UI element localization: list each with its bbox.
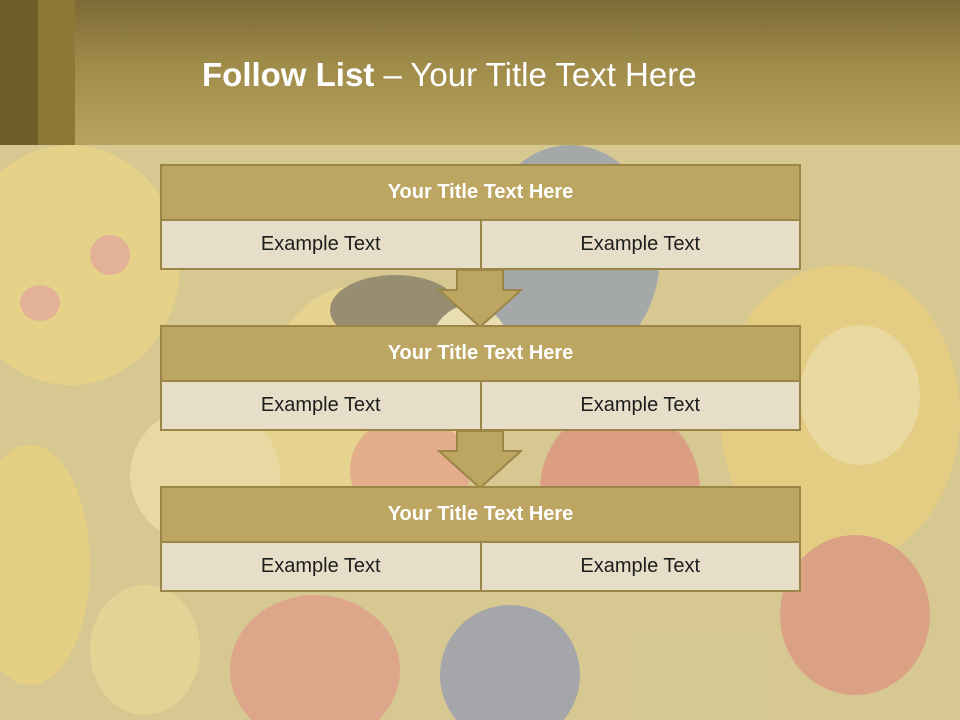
- stage-cell-left: Example Text: [160, 221, 482, 270]
- arrow-down-icon: [437, 431, 523, 489]
- header-stripe-dark: [0, 0, 38, 145]
- flow-stage-2: Your Title Text Here Example Text Exampl…: [160, 325, 801, 431]
- stage-cell-left: Example Text: [160, 543, 482, 592]
- slide-title: Follow List – Your Title Text Here: [202, 56, 697, 94]
- stage-cell-right: Example Text: [481, 382, 801, 431]
- flow-stage-3: Your Title Text Here Example Text Exampl…: [160, 486, 801, 592]
- header-stripe-mid: [38, 0, 75, 145]
- stage-cell-right: Example Text: [481, 221, 801, 270]
- stage-row: Example Text Example Text: [160, 221, 801, 270]
- header-band: Follow List – Your Title Text Here: [0, 0, 960, 145]
- stage-row: Example Text Example Text: [160, 543, 801, 592]
- stage-cell-left: Example Text: [160, 382, 482, 431]
- arrow-down-icon: [437, 270, 523, 328]
- stage-cell-right: Example Text: [481, 543, 801, 592]
- stage-title: Your Title Text Here: [160, 164, 801, 221]
- slide-title-rest: – Your Title Text Here: [383, 56, 697, 93]
- flow-stage-1: Your Title Text Here Example Text Exampl…: [160, 164, 801, 270]
- stage-title: Your Title Text Here: [160, 486, 801, 543]
- stage-title: Your Title Text Here: [160, 325, 801, 382]
- slide-title-bold: Follow List: [202, 56, 375, 93]
- stage-row: Example Text Example Text: [160, 382, 801, 431]
